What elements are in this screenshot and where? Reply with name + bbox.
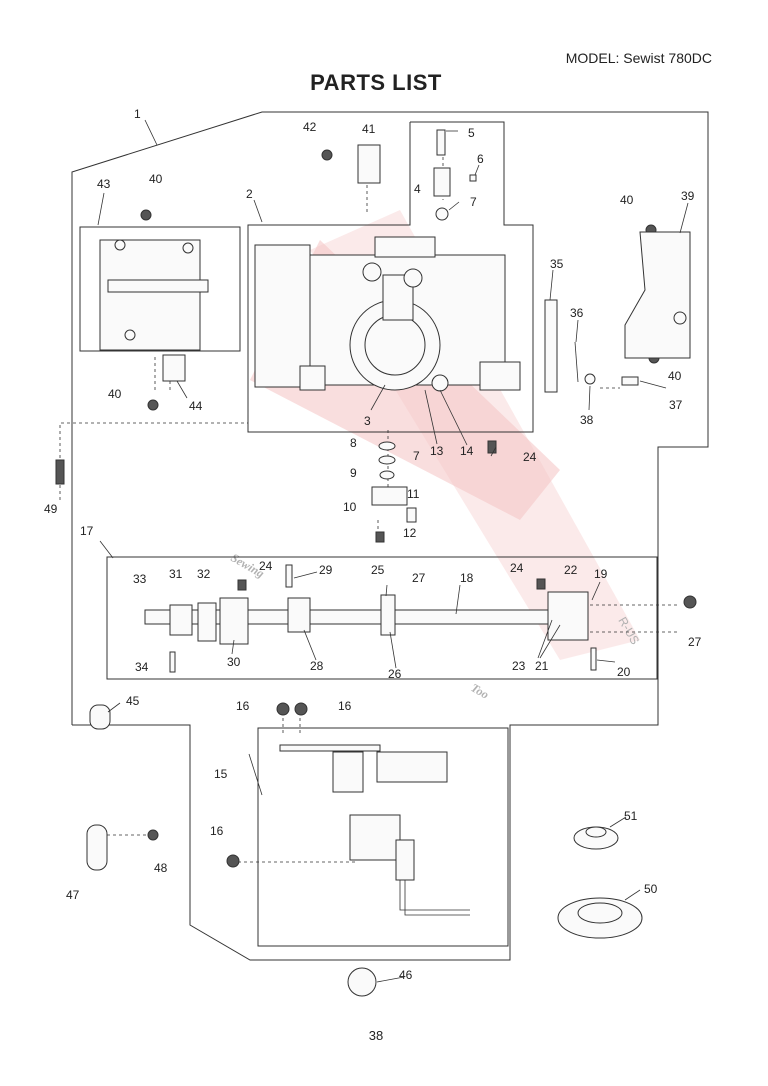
callout-25: 25	[371, 563, 385, 577]
callout-40c: 40	[620, 193, 634, 207]
callout-8: 8	[350, 436, 357, 450]
callout-11: 11	[407, 487, 420, 501]
callout-49: 49	[44, 502, 58, 516]
callout-32: 32	[197, 567, 211, 581]
callout-40a: 40	[149, 172, 163, 186]
callout-4: 4	[414, 182, 421, 196]
callout-39: 39	[681, 189, 695, 203]
callout-24a: 24	[259, 559, 273, 573]
frame-left-bracket	[79, 226, 241, 352]
middle-parts	[55, 440, 497, 543]
callout-12: 12	[403, 526, 417, 540]
page-number: 38	[368, 1028, 384, 1043]
callout-30: 30	[227, 655, 241, 669]
callout-17: 17	[80, 524, 94, 538]
callout-10: 10	[343, 500, 357, 514]
callout-35: 35	[550, 257, 564, 271]
leader-lines	[97, 119, 689, 983]
outer-frame	[71, 111, 709, 961]
callout-34: 34	[135, 660, 149, 674]
model-label: MODEL: Sewist 780DC	[565, 50, 712, 66]
frame-bottom	[257, 727, 509, 947]
callout-38: 38	[580, 413, 594, 427]
callout-42: 42	[303, 120, 317, 134]
callout-24c: 24	[523, 450, 537, 464]
callout-7b: 7	[413, 449, 420, 463]
callout-22: 22	[564, 563, 578, 577]
watermark-text-2: Too	[469, 680, 492, 701]
callout-16c: 16	[210, 824, 224, 838]
callout-9: 9	[350, 466, 357, 480]
bottom-assembly	[226, 702, 470, 916]
misc-parts	[86, 704, 643, 997]
callout-48: 48	[154, 861, 168, 875]
callout-46: 46	[399, 968, 413, 982]
callout-5: 5	[468, 126, 475, 140]
callout-18: 18	[460, 571, 474, 585]
callout-20: 20	[617, 665, 631, 679]
callout-16b: 16	[338, 699, 352, 713]
callout-29: 29	[319, 563, 333, 577]
callout-labels: 1 2 3 4 5 6 7 7 8 9 10 11 12 13 14 15 16…	[44, 107, 702, 982]
callout-28: 28	[310, 659, 324, 673]
callout-41: 41	[362, 122, 376, 136]
bracket-assembly	[99, 239, 209, 382]
callout-47: 47	[66, 888, 80, 902]
callout-31: 31	[169, 567, 183, 581]
shaft-assembly	[144, 564, 697, 673]
callout-3: 3	[364, 414, 371, 428]
callout-23: 23	[512, 659, 526, 673]
callout-24b: 24	[510, 561, 524, 575]
right-plate	[544, 231, 691, 393]
callout-33: 33	[133, 572, 147, 586]
callout-16a: 16	[236, 699, 250, 713]
callout-36: 36	[570, 306, 584, 320]
callout-44: 44	[189, 399, 203, 413]
callout-6: 6	[477, 152, 484, 166]
callout-1: 1	[134, 107, 141, 121]
callout-15: 15	[214, 767, 228, 781]
callout-40b: 40	[108, 387, 122, 401]
callout-13: 13	[430, 444, 444, 458]
callout-19: 19	[594, 567, 608, 581]
callout-21: 21	[535, 659, 549, 673]
small-parts-top	[140, 129, 660, 411]
callout-45: 45	[126, 694, 140, 708]
callout-51: 51	[624, 809, 638, 823]
frame-upper-right	[247, 121, 534, 433]
callout-14: 14	[460, 444, 474, 458]
page-title: PARTS LIST	[310, 70, 442, 95]
callout-40d: 40	[668, 369, 682, 383]
callout-37: 37	[669, 398, 683, 412]
callout-27a: 27	[412, 571, 426, 585]
upper-mechanism	[254, 236, 521, 392]
callout-7a: 7	[470, 195, 477, 209]
callout-50: 50	[644, 882, 658, 896]
callout-26: 26	[388, 667, 402, 681]
callout-2: 2	[246, 187, 253, 201]
callout-27b: 27	[688, 635, 702, 649]
callout-43: 43	[97, 177, 111, 191]
frame-shaft	[106, 556, 658, 680]
